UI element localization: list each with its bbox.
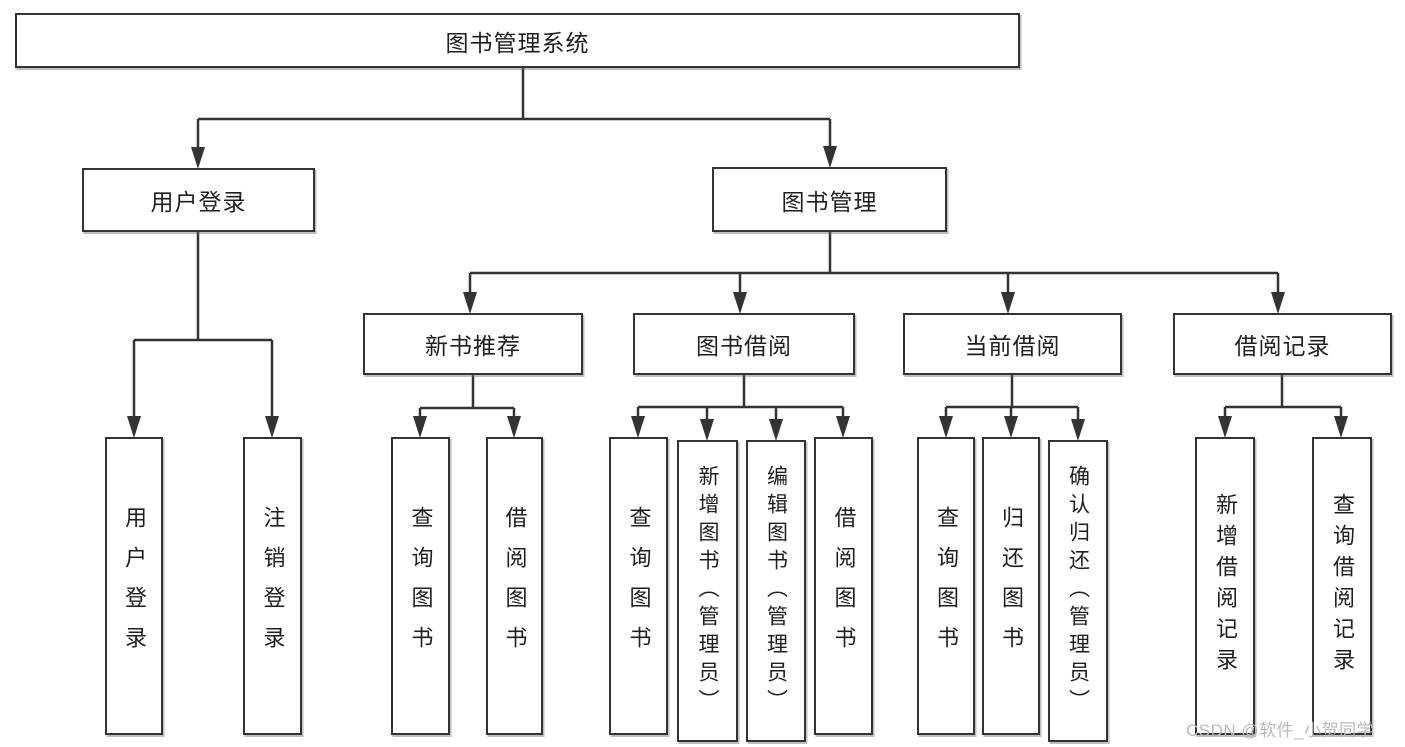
node-root: 图书管理系统: [15, 13, 1020, 68]
leaf-bb-add-books-admin-label: 新增图书（管理员）: [696, 465, 719, 717]
leaf-user-login-label: 用户登录: [122, 506, 147, 666]
connector-currentborrow-bus: [946, 375, 1078, 409]
leaf-nbr-borrow-books: 借阅图书: [486, 437, 543, 735]
leaf-br-query-record: 查询借阅记录: [1312, 437, 1372, 735]
connector-root-bus: [198, 68, 830, 121]
node-root-label: 图书管理系统: [445, 29, 590, 56]
node-borrow-record: 借阅记录: [1173, 313, 1392, 375]
node-new-book-rec-label: 新书推荐: [425, 333, 521, 359]
leaf-cb-return-books-label: 归还图书: [999, 506, 1024, 666]
leaf-cb-confirm-return-admin: 确认归还（管理员）: [1048, 440, 1108, 742]
connector-newbookrec-bus: [420, 375, 514, 410]
leaf-br-query-record-label: 查询借阅记录: [1330, 493, 1355, 679]
node-current-borrow: 当前借阅: [903, 313, 1122, 375]
node-book-borrow: 图书借阅: [633, 313, 855, 375]
leaf-nbr-query-books-label: 查询图书: [408, 506, 434, 666]
leaf-nbr-query-books: 查询图书: [391, 437, 450, 735]
leaf-cb-confirm-return-admin-label: 确认归还（管理员）: [1066, 465, 1090, 717]
leaf-bb-borrow-books-label: 借阅图书: [831, 506, 857, 666]
leaf-cb-return-books: 归还图书: [982, 437, 1040, 735]
leaf-bb-edit-books-admin-label: 编辑图书（管理员）: [764, 465, 788, 717]
leaf-bb-borrow-books: 借阅图书: [814, 437, 873, 735]
leaf-logout: 注销登录: [243, 437, 302, 735]
node-user-login-label: 用户登录: [150, 189, 247, 215]
leaf-nbr-borrow-books-label: 借阅图书: [502, 506, 528, 666]
node-current-borrow-label: 当前借阅: [964, 333, 1061, 359]
leaf-bb-edit-books-admin: 编辑图书（管理员）: [746, 440, 806, 742]
connector-userlogin-bus: [134, 232, 272, 342]
csdn-watermark: CSDN @软件_小贺同学: [1186, 721, 1375, 740]
node-book-mgmt: 图书管理: [712, 167, 947, 232]
node-book-borrow-label: 图书借阅: [696, 333, 792, 359]
leaf-logout-label: 注销登录: [260, 506, 286, 666]
leaf-user-login: 用户登录: [105, 437, 163, 735]
node-new-book-rec: 新书推荐: [363, 313, 583, 375]
leaf-bb-query-books: 查询图书: [609, 437, 668, 735]
node-user-login: 用户登录: [82, 168, 315, 232]
leaf-br-add-record: 新增借阅记录: [1195, 437, 1255, 735]
connector-borrowrecord-bus: [1225, 375, 1341, 409]
connector-bookmgmt-bus: [470, 232, 1278, 275]
leaf-br-add-record-label: 新增借阅记录: [1213, 493, 1238, 679]
leaf-cb-query-books: 查询图书: [917, 437, 975, 735]
connector-bookborrow-bus: [638, 375, 843, 409]
leaf-cb-query-books-label: 查询图书: [934, 506, 959, 666]
leaf-bb-add-books-admin: 新增图书（管理员）: [677, 440, 738, 742]
arrowheads: [127, 146, 1348, 441]
node-book-mgmt-label: 图书管理: [781, 188, 878, 215]
leaf-bb-query-books-label: 查询图书: [626, 506, 652, 666]
node-borrow-record-label: 借阅记录: [1234, 333, 1331, 359]
